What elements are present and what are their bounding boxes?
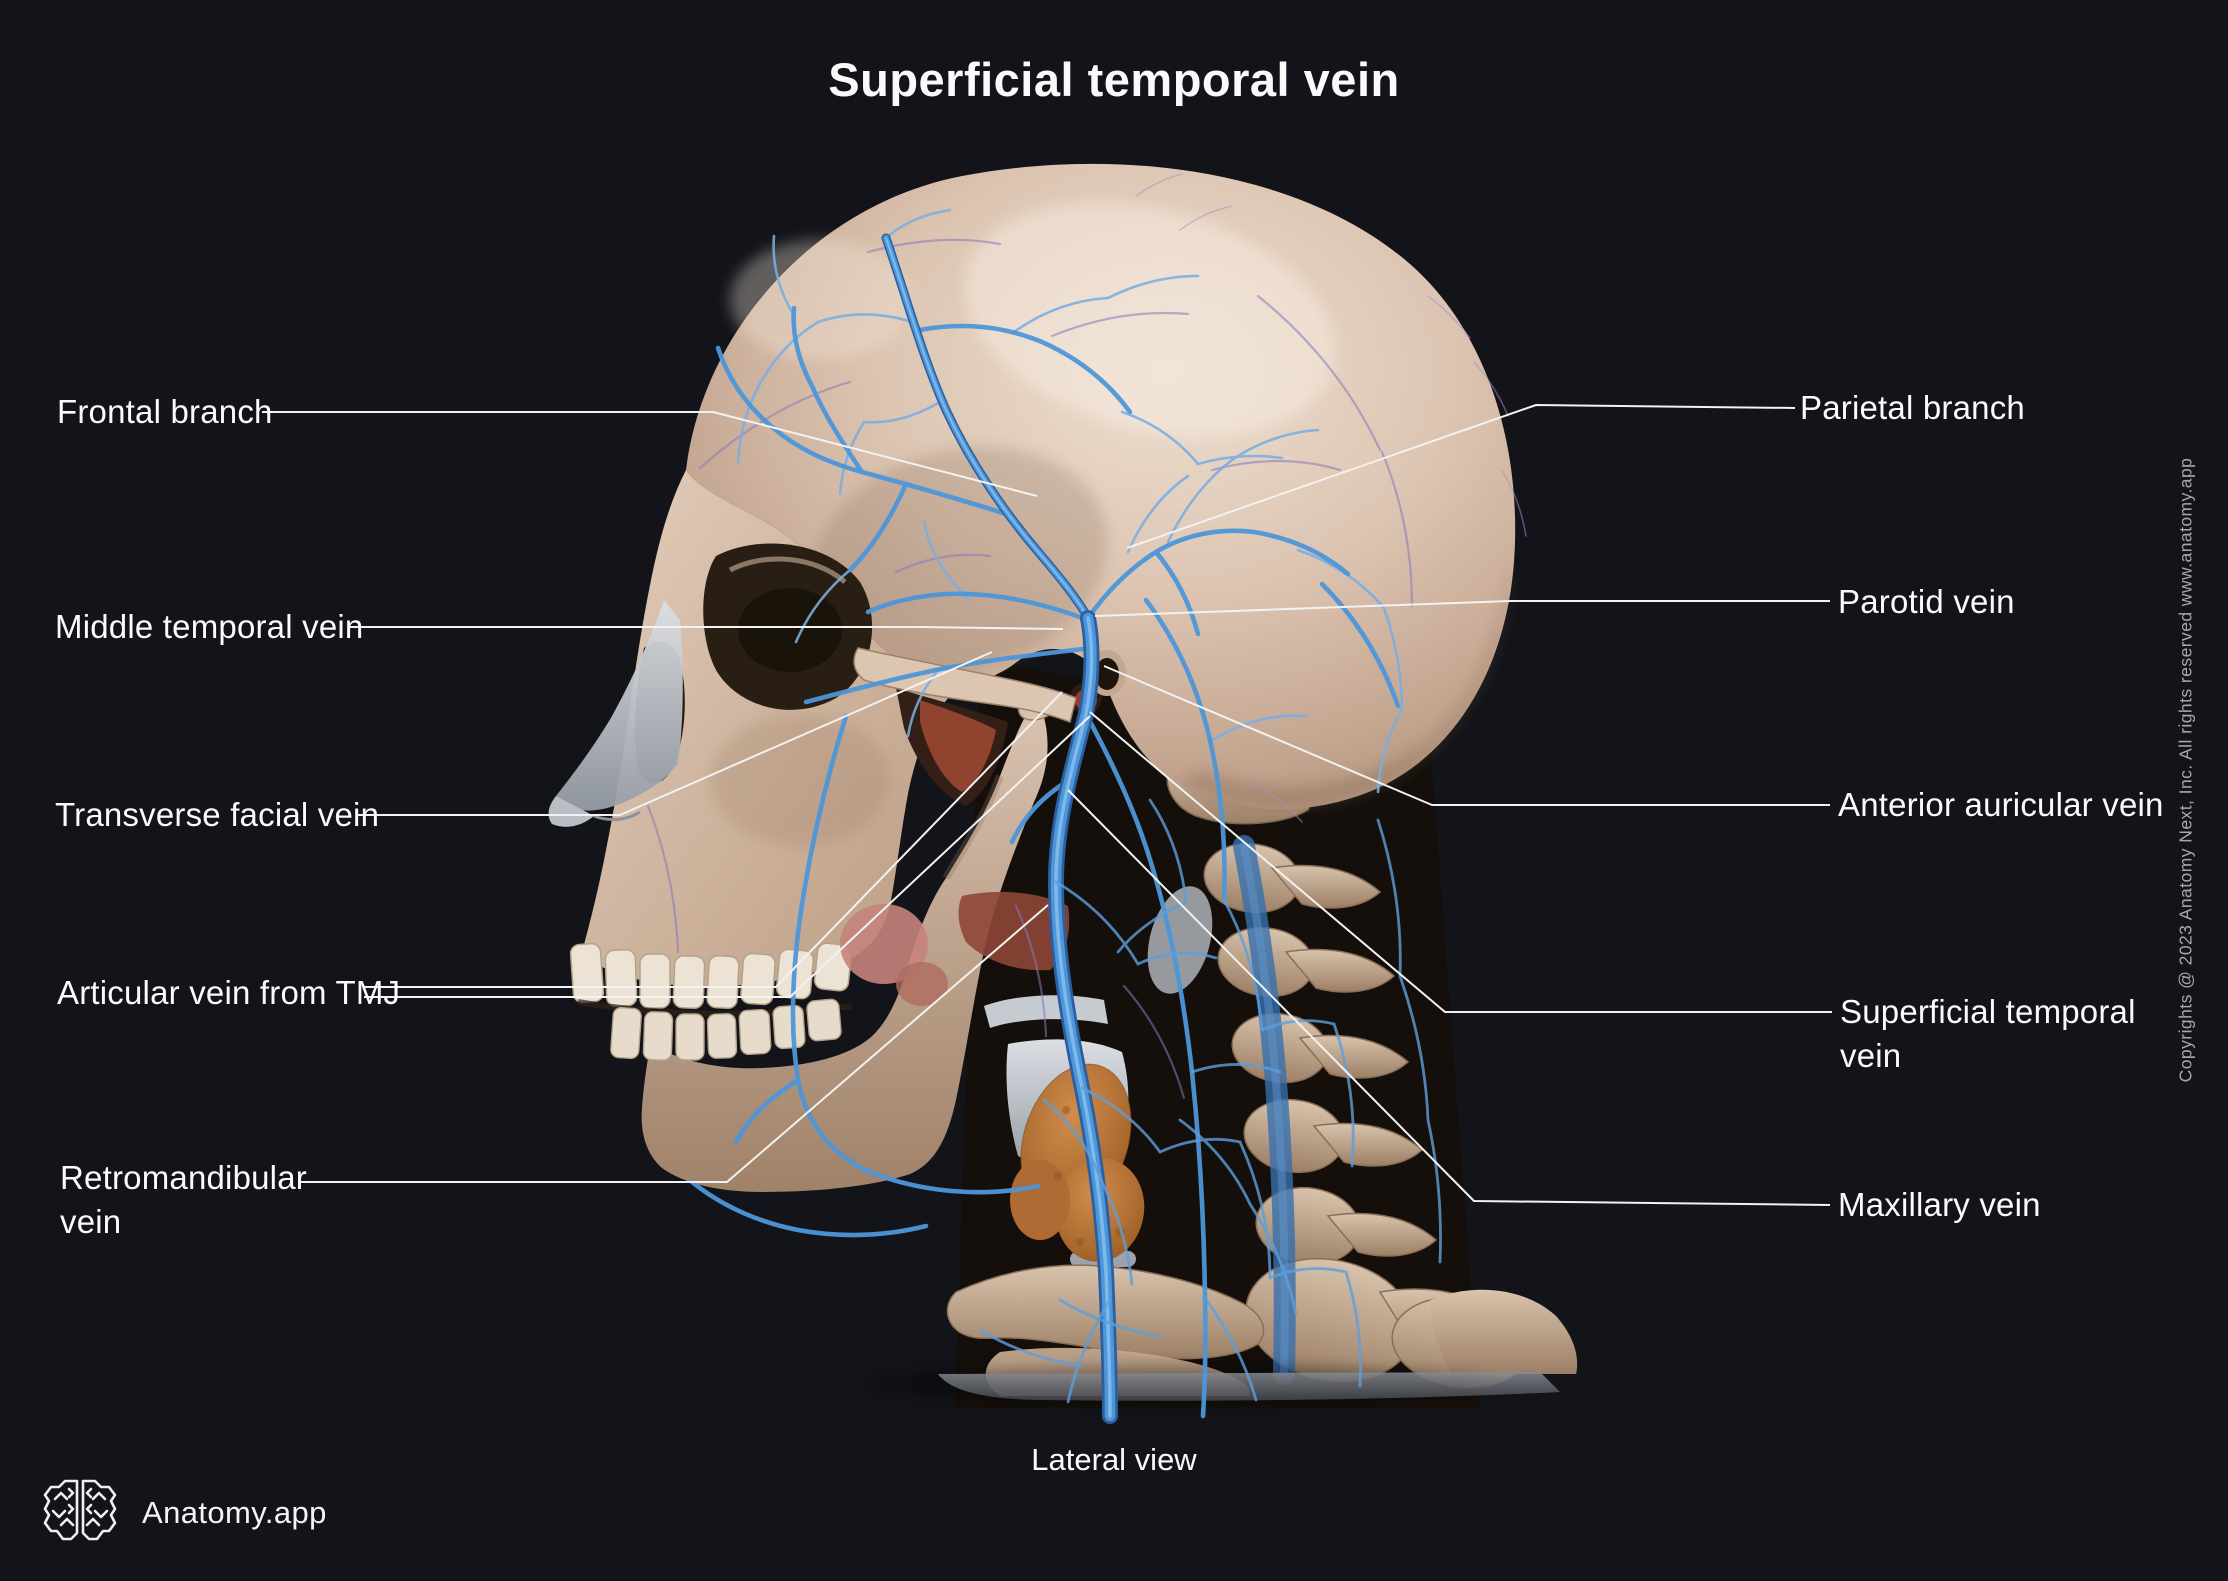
label-anterior-auricular-vein: Anterior auricular vein xyxy=(1838,786,2164,823)
brain-icon xyxy=(40,1476,120,1550)
middle-temporal-vein-art xyxy=(865,591,1091,623)
copyright-text: Copyrights @ 2023 Anatomy Next, Inc. All… xyxy=(2175,457,2196,1083)
cranium xyxy=(686,163,1516,810)
zygomatic-arch xyxy=(853,647,1077,724)
leader-frontal-branch xyxy=(262,411,1038,497)
retromandibular-trunk xyxy=(1048,610,1118,1424)
label-frontal-branch: Frontal branch xyxy=(57,393,273,430)
leader-articular-vein-from-tmj-b xyxy=(364,715,1091,998)
leader-middle-temporal-vein xyxy=(350,626,1064,630)
label-parietal-branch: Parietal branch xyxy=(1800,389,2025,426)
purple-vessels xyxy=(646,238,1414,1100)
vein-twigs xyxy=(736,208,1404,794)
brand-footer: Anatomy.app xyxy=(40,1476,327,1550)
transverse-facial-vein-art xyxy=(803,645,1095,705)
leader-parietal-branch xyxy=(1126,404,1796,549)
leader-transverse-facial-vein xyxy=(358,651,993,816)
leader-articular-vein-from-tmj-a xyxy=(364,691,1063,988)
vein-network xyxy=(646,173,1527,1424)
superficial-temporal-stem xyxy=(881,233,1093,623)
neck-vein-mesh xyxy=(978,798,1442,1404)
view-caption: Lateral view xyxy=(1031,1442,1197,1477)
leader-parotid-vein xyxy=(1094,600,1830,617)
nose-cartilage xyxy=(548,600,683,827)
label-retromandibular-vein: Retromandibular vein xyxy=(60,1159,307,1240)
brand-name: Anatomy.app xyxy=(142,1495,327,1530)
leader-retromandibular-vein xyxy=(300,904,1049,1183)
vein-branches xyxy=(689,305,1401,1419)
page-title: Superficial temporal vein xyxy=(828,53,1400,106)
internal-jugular-vein xyxy=(1233,835,1296,1385)
scapula xyxy=(1430,1289,1578,1374)
leader-maxillary-vein xyxy=(1067,789,1831,1206)
leader-superficial-temporal-vein xyxy=(1089,711,1832,1013)
label-middle-temporal-vein: Middle temporal vein xyxy=(55,608,364,645)
posterior-auricular-vein xyxy=(1143,597,1227,903)
label-maxillary-vein: Maxillary vein xyxy=(1838,1186,2041,1223)
leader-anterior-auricular-vein xyxy=(1103,665,1830,806)
label-parotid-vein: Parotid vein xyxy=(1838,583,2015,620)
label-transverse-facial-vein: Transverse facial vein xyxy=(55,796,380,833)
vessel-fringe xyxy=(1135,173,1527,823)
maxillary-vein-art xyxy=(1009,779,1069,845)
label-superficial-temporal-vein: Superficial temporal vein xyxy=(1840,993,2136,1074)
leader-lines xyxy=(262,404,1832,1206)
label-articular-vein-from-tmj: Articular vein from TMJ xyxy=(57,974,401,1011)
mandible xyxy=(610,682,1102,1192)
base-platform xyxy=(938,1372,1560,1401)
lower-teeth xyxy=(610,998,842,1061)
